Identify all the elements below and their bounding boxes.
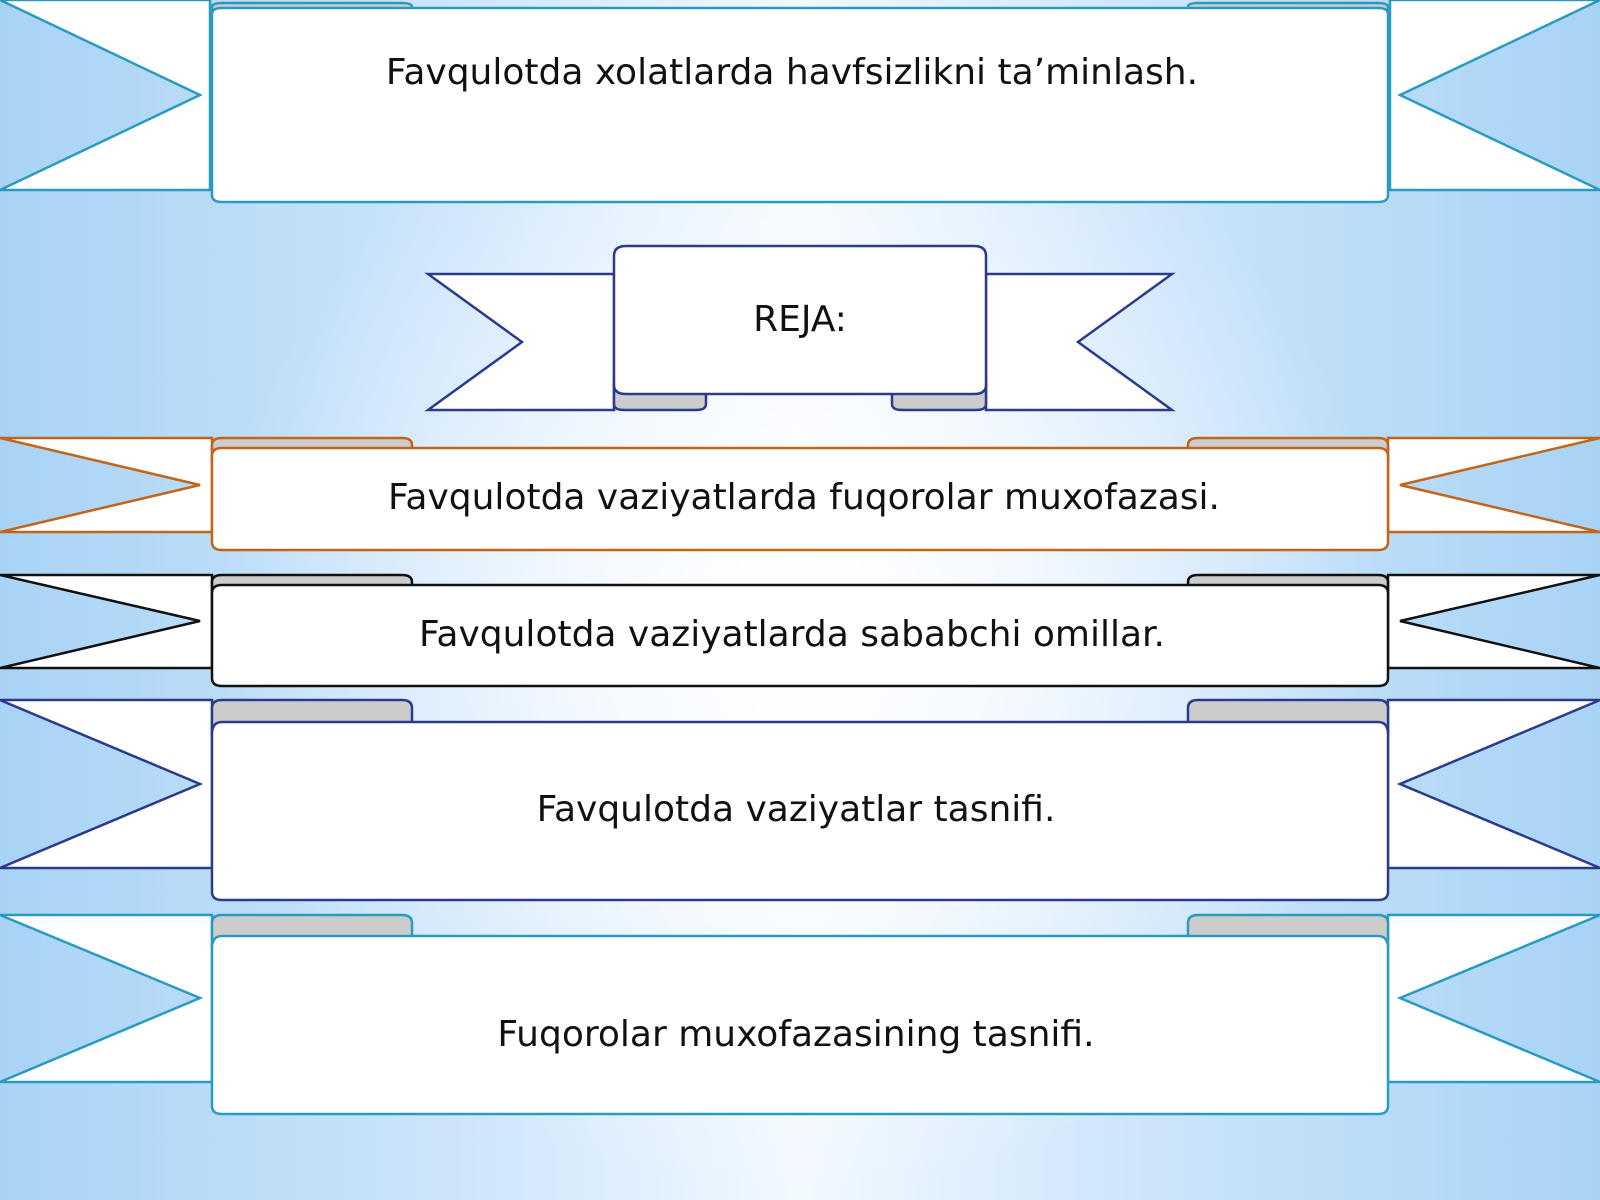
plan-item-2: Favqulotda vaziyatlarda sababchi omillar…	[419, 614, 1165, 655]
title-banner[interactable]	[0, 0, 1600, 204]
plan-item-banner-4[interactable]	[0, 913, 1600, 1116]
plan-item-banner-2[interactable]	[0, 573, 1600, 688]
plan-item-banner-3[interactable]	[0, 698, 1600, 902]
plan-banner[interactable]	[424, 244, 1176, 412]
plan-item-4: Fuqorolar muxofazasining tasnifi.	[497, 1014, 1094, 1055]
plan-item-3: Favqulotda vaziyatlar tasnifi.	[537, 789, 1056, 830]
plan-item-banner-1[interactable]	[0, 436, 1600, 552]
plan-item-1: Favqulotda vaziyatlarda fuqorolar muxofa…	[388, 477, 1220, 518]
page-title: Favqulotda xolatlarda havfsizlikni ta’mi…	[386, 52, 1198, 93]
plan-label: REJA:	[753, 299, 847, 340]
